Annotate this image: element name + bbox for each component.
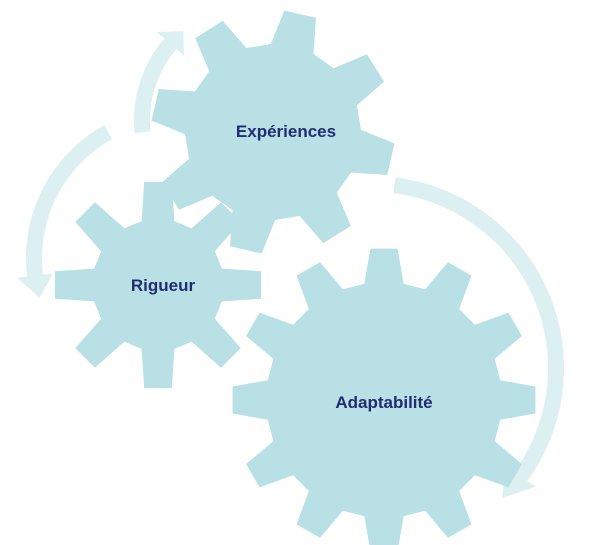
gear-label-rigueur: Rigueur [131,276,196,295]
gears [54,10,536,545]
cycle-arrow-right [393,177,565,499]
cycle-arrow-left [17,125,113,298]
gear-rigueur [54,181,262,389]
gear-adaptabilite [232,248,536,545]
gear-label-experiences: Expériences [236,122,336,141]
cycle-arrows [17,31,565,499]
gear-experiences [151,10,395,254]
cycle-arrow-upper [134,31,184,134]
gear-label-adaptabilite: Adaptabilité [335,393,432,412]
